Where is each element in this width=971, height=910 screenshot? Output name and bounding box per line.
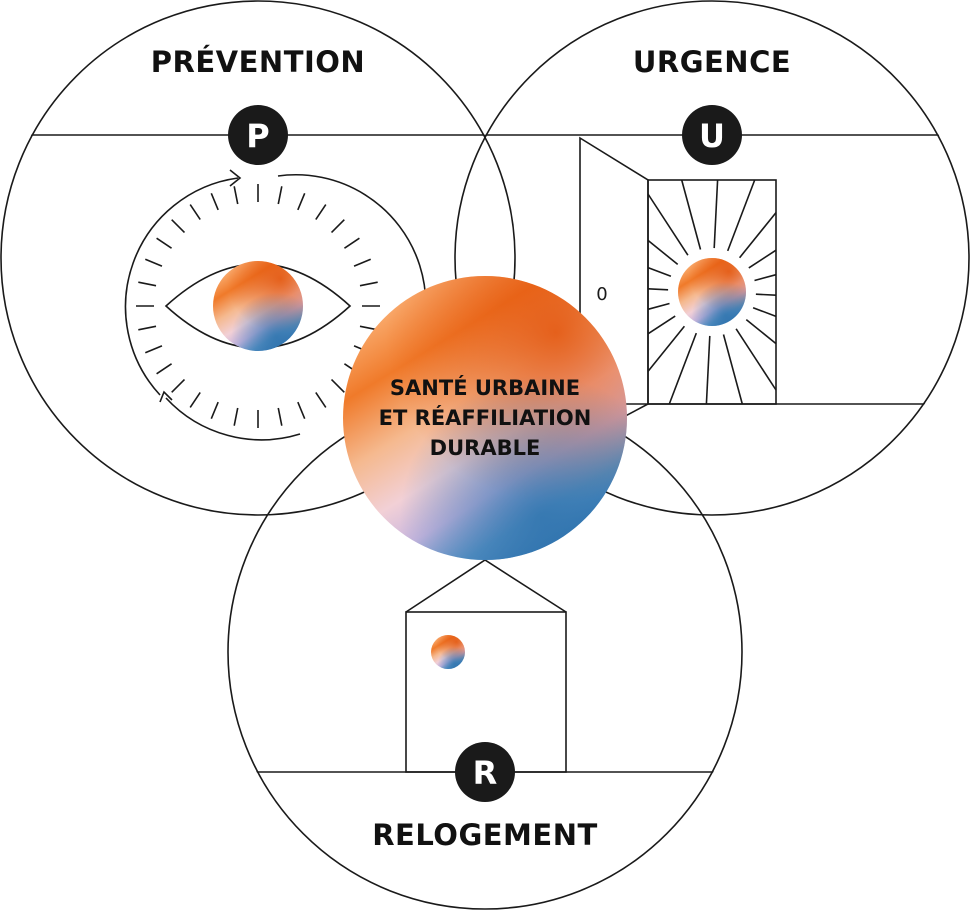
urgence-badge: U — [682, 105, 742, 165]
door-frame — [647, 179, 777, 405]
door-ray — [752, 306, 777, 318]
relogement-title: RELOGEMENT — [372, 818, 598, 852]
prevention-circle — [0, 0, 516, 516]
prevention-badge: P — [228, 105, 288, 165]
svg-text:R: R — [473, 754, 498, 792]
center-title-line1: SANTÉ URBAINE — [390, 375, 580, 400]
door-ray — [647, 266, 672, 278]
door-ray — [745, 318, 777, 345]
door-ray — [722, 334, 744, 405]
cycle-arrowhead-bottom — [159, 390, 173, 403]
door-ray — [726, 179, 756, 252]
center-title-line2: ET RÉAFFILIATION — [379, 405, 592, 430]
door-ray — [735, 328, 777, 391]
door-ray — [647, 325, 686, 372]
urgence-title: URGENCE — [633, 45, 791, 79]
door-ray — [647, 193, 689, 256]
door-ray — [754, 273, 777, 282]
eye-icon — [124, 169, 427, 441]
center-sphere: SANTÉ URBAINE ET RÉAFFILIATION DURABLE — [343, 276, 627, 560]
urgence-circle — [454, 0, 970, 516]
open-door-icon: 0 — [579, 136, 777, 442]
door-ray — [755, 293, 777, 296]
door-ray — [680, 179, 702, 250]
door-ray — [738, 212, 777, 259]
urgence-section: URGENCE 0 U — [454, 0, 970, 516]
door-ray — [647, 302, 670, 311]
svg-text:P: P — [246, 117, 269, 155]
door-ray — [647, 239, 679, 266]
house-roof — [405, 559, 567, 613]
door-handle: 0 — [596, 284, 607, 305]
door-ray — [647, 315, 676, 335]
cycle-arc-top — [124, 177, 239, 396]
relogement-badge: R — [455, 742, 515, 802]
door-light-rays — [647, 179, 777, 405]
svg-text:U: U — [699, 117, 725, 155]
door-ray — [668, 332, 698, 405]
door-ray — [705, 335, 711, 405]
center-title-line3: DURABLE — [430, 436, 541, 460]
eye-outline — [164, 263, 352, 349]
prevention-title: PRÉVENTION — [151, 45, 365, 79]
prevention-section: PRÉVENTION P — [0, 0, 516, 516]
cycle-arrowhead-top — [229, 169, 242, 187]
door-ray — [748, 249, 777, 269]
door-ray — [713, 179, 719, 249]
door-ray — [647, 288, 669, 291]
house-icon — [405, 559, 567, 773]
